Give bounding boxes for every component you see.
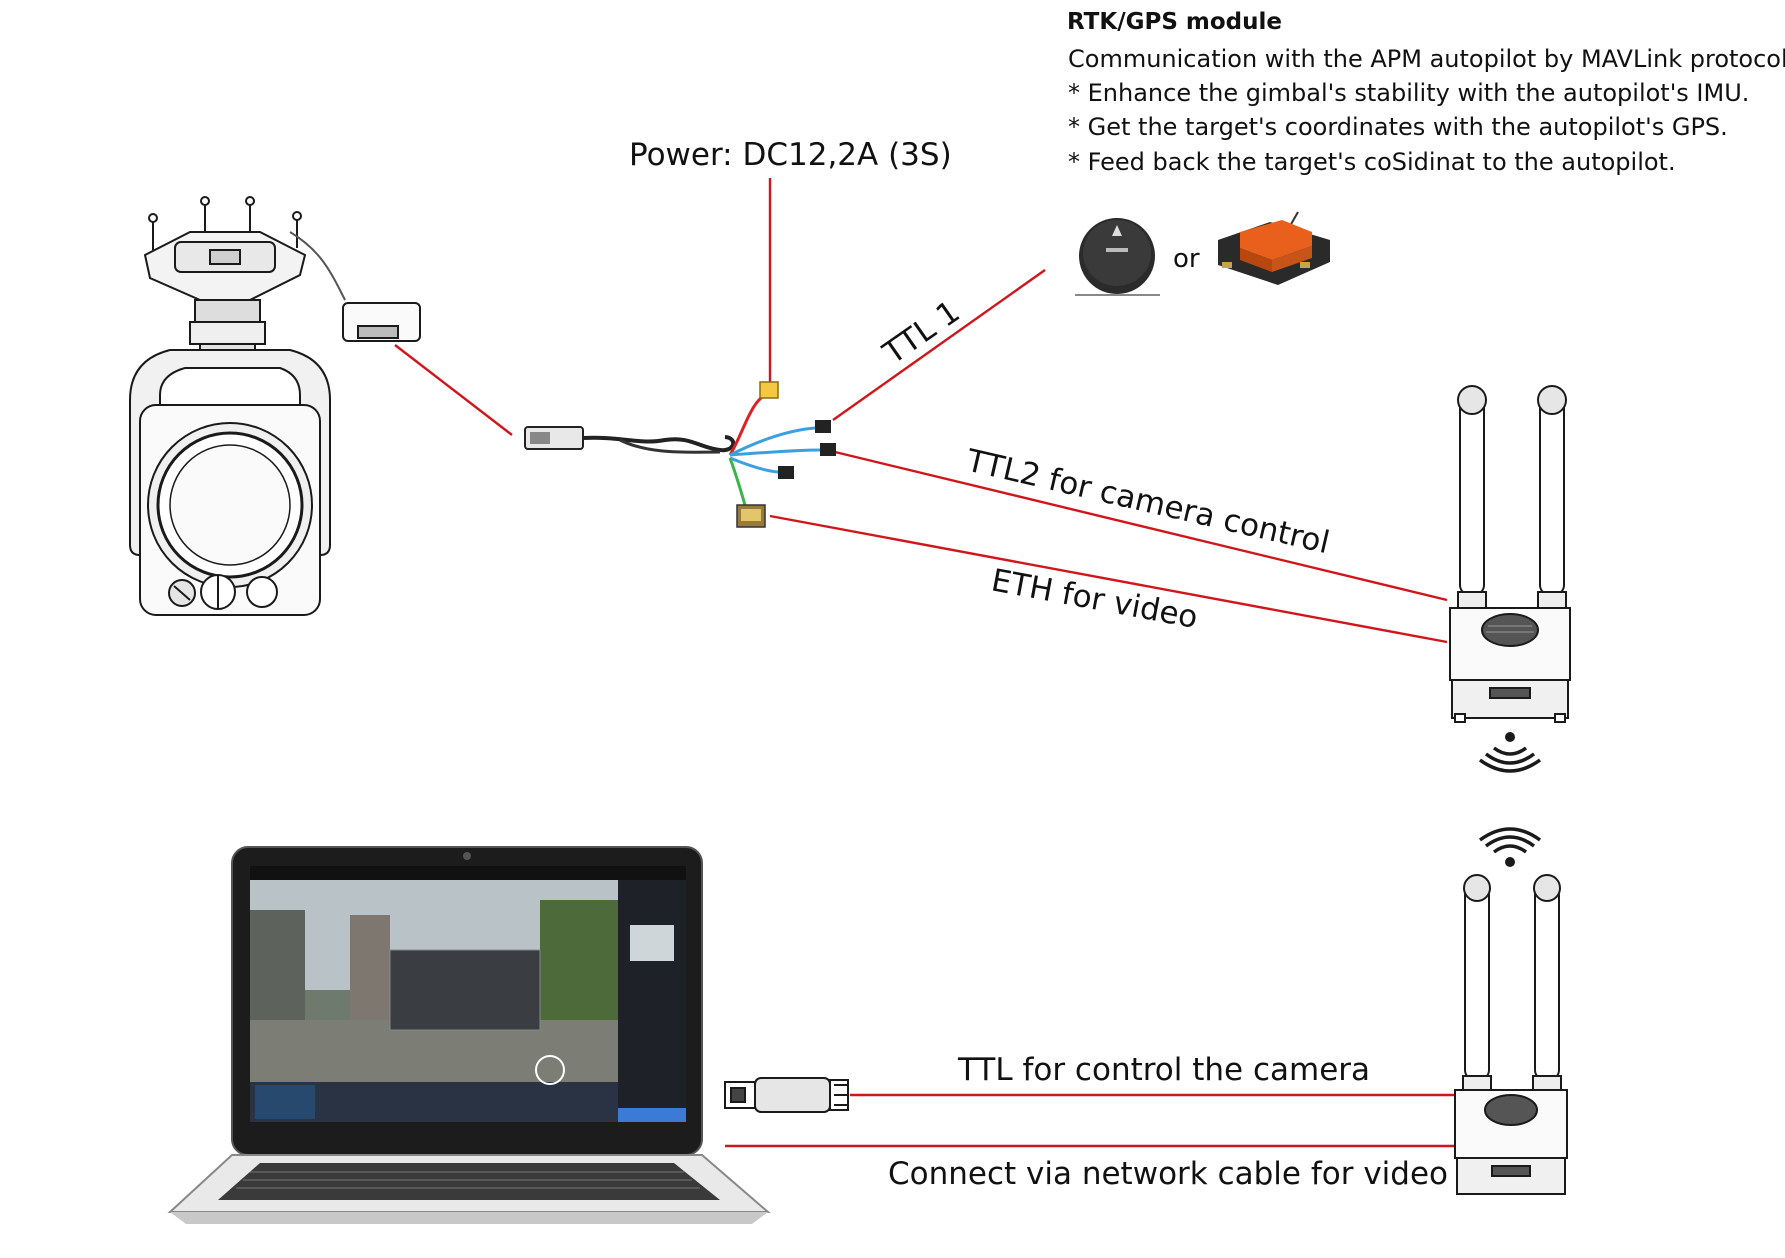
air-radio-icon xyxy=(1449,385,1571,723)
line-ttl1 xyxy=(832,269,1046,421)
ttl-control-label: TTL for control the camera xyxy=(957,1052,1370,1088)
rtk-line-1: Communication with the APM autopilot by … xyxy=(1068,45,1785,73)
line-gimbal-cable xyxy=(394,344,513,436)
ground-radio-icon xyxy=(1454,874,1568,1195)
eth-label: ETH for video xyxy=(989,562,1201,635)
line-eth xyxy=(769,514,1448,644)
ttl2-label: TTL2 for camera control xyxy=(962,442,1333,561)
rtk-line-2: * Enhance the gimbal's stability with th… xyxy=(1068,79,1749,107)
rtk-line-4: * Feed back the target's coSidinat to th… xyxy=(1068,148,1676,176)
gimbal-interface-module-icon xyxy=(342,302,421,342)
or-label: or xyxy=(1173,244,1200,274)
connection-lines xyxy=(394,178,1455,1148)
usb-ttl-adapter-icon xyxy=(724,1077,849,1113)
flight-controller-icon xyxy=(1218,211,1330,285)
laptop-icon xyxy=(167,846,771,1224)
wireless-signal-icon xyxy=(1478,732,1542,773)
rtk-text-block: RTK/GPS module Communication with the AP… xyxy=(1067,9,1785,176)
wireless-signal-icon xyxy=(1478,827,1542,867)
rtk-title: RTK/GPS module xyxy=(1067,9,1282,35)
gimbal-camera-icon xyxy=(129,196,346,616)
ttl1-label: TTL 1 xyxy=(876,294,966,372)
rtk-line-3: * Get the target's coordinates with the … xyxy=(1068,113,1728,141)
network-label: Connect via network cable for video xyxy=(888,1156,1448,1192)
power-label: Power: DC12,2A (3S) xyxy=(629,137,952,173)
gps-puck-icon xyxy=(1075,218,1160,296)
cable-harness-icon xyxy=(524,381,836,528)
line-ttl2 xyxy=(834,450,1448,602)
